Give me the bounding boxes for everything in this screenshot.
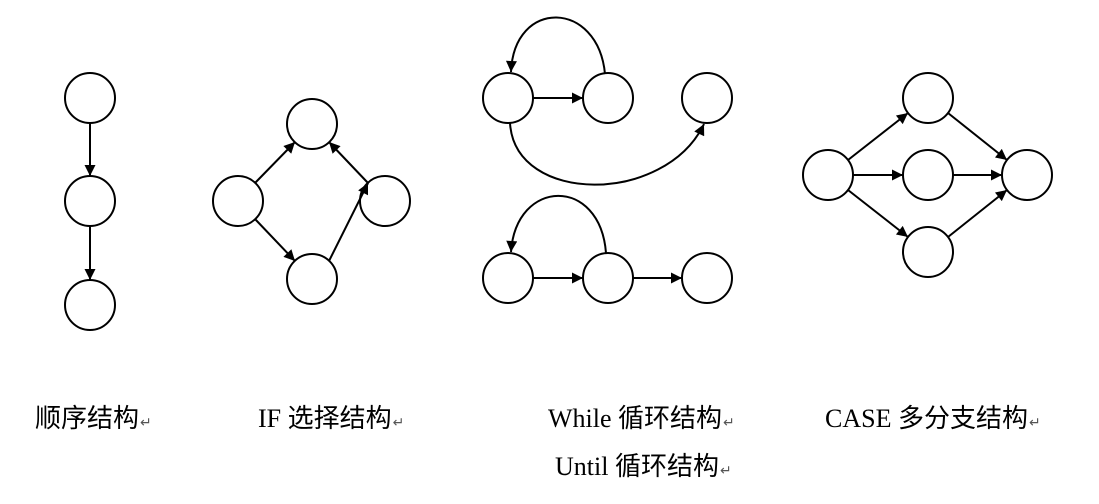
sequence-structure — [64, 72, 116, 331]
control-structures-diagram — [64, 16, 1053, 331]
if-node-entry — [212, 175, 264, 227]
until-structure — [482, 194, 733, 304]
until-caption: Until 循环结构↵ — [555, 452, 732, 482]
while-caption: While 循环结构↵ — [548, 404, 735, 434]
paragraph-mark-icon: ↵ — [392, 415, 405, 431]
if-arrow-entry-bottom — [254, 218, 296, 262]
while-node-3 — [681, 72, 733, 124]
until-node-3 — [681, 252, 733, 304]
paragraph-mark-icon: ↵ — [719, 463, 732, 479]
case-node-exit — [1001, 149, 1053, 201]
case-caption-text: CASE 多分支结构 — [825, 404, 1028, 433]
while-loop-back-arrow — [505, 16, 606, 75]
case-arrow-entry-branch-1 — [847, 112, 909, 161]
if-structure — [212, 98, 411, 305]
if-caption: IF 选择结构↵ — [258, 404, 404, 434]
case-arrow-branch-3-exit — [947, 189, 1008, 238]
if-arrow-entry-top — [254, 141, 296, 184]
case-arrow-branch-1-exit — [947, 112, 1008, 161]
until-node-1 — [482, 252, 534, 304]
paragraph-mark-icon: ↵ — [723, 415, 735, 431]
case-caption: CASE 多分支结构↵ — [825, 404, 1041, 434]
sequence-caption-text: 顺序结构 — [35, 404, 140, 433]
case-node-branch-1 — [902, 72, 954, 124]
sequence-node-1 — [64, 72, 116, 124]
while-node-1 — [482, 72, 534, 124]
if-node-bottom — [286, 253, 338, 305]
case-node-entry — [802, 149, 854, 201]
if-arrow-bottom-right — [328, 182, 369, 262]
if-node-top — [286, 98, 338, 150]
while-node-2 — [582, 72, 634, 124]
while-structure — [482, 16, 733, 186]
sequence-node-3 — [64, 279, 116, 331]
case-node-branch-3 — [902, 226, 954, 278]
if-caption-text: IF 选择结构 — [258, 404, 392, 433]
until-loop-back-arrow — [506, 194, 607, 254]
while-caption-text: While 循环结构 — [548, 404, 723, 433]
paragraph-mark-icon: ↵ — [140, 415, 152, 431]
sequence-node-2 — [64, 175, 116, 227]
until-node-2 — [582, 252, 634, 304]
paragraph-mark-icon: ↵ — [1028, 415, 1041, 431]
if-arrow-right-top — [328, 141, 369, 184]
case-structure — [802, 72, 1053, 278]
while-exit-arrow — [509, 122, 705, 186]
sequence-caption: 顺序结构↵ — [35, 404, 152, 434]
until-caption-text: Until 循环结构 — [555, 452, 719, 481]
case-node-branch-2 — [902, 149, 954, 201]
case-arrow-entry-branch-3 — [847, 189, 909, 238]
